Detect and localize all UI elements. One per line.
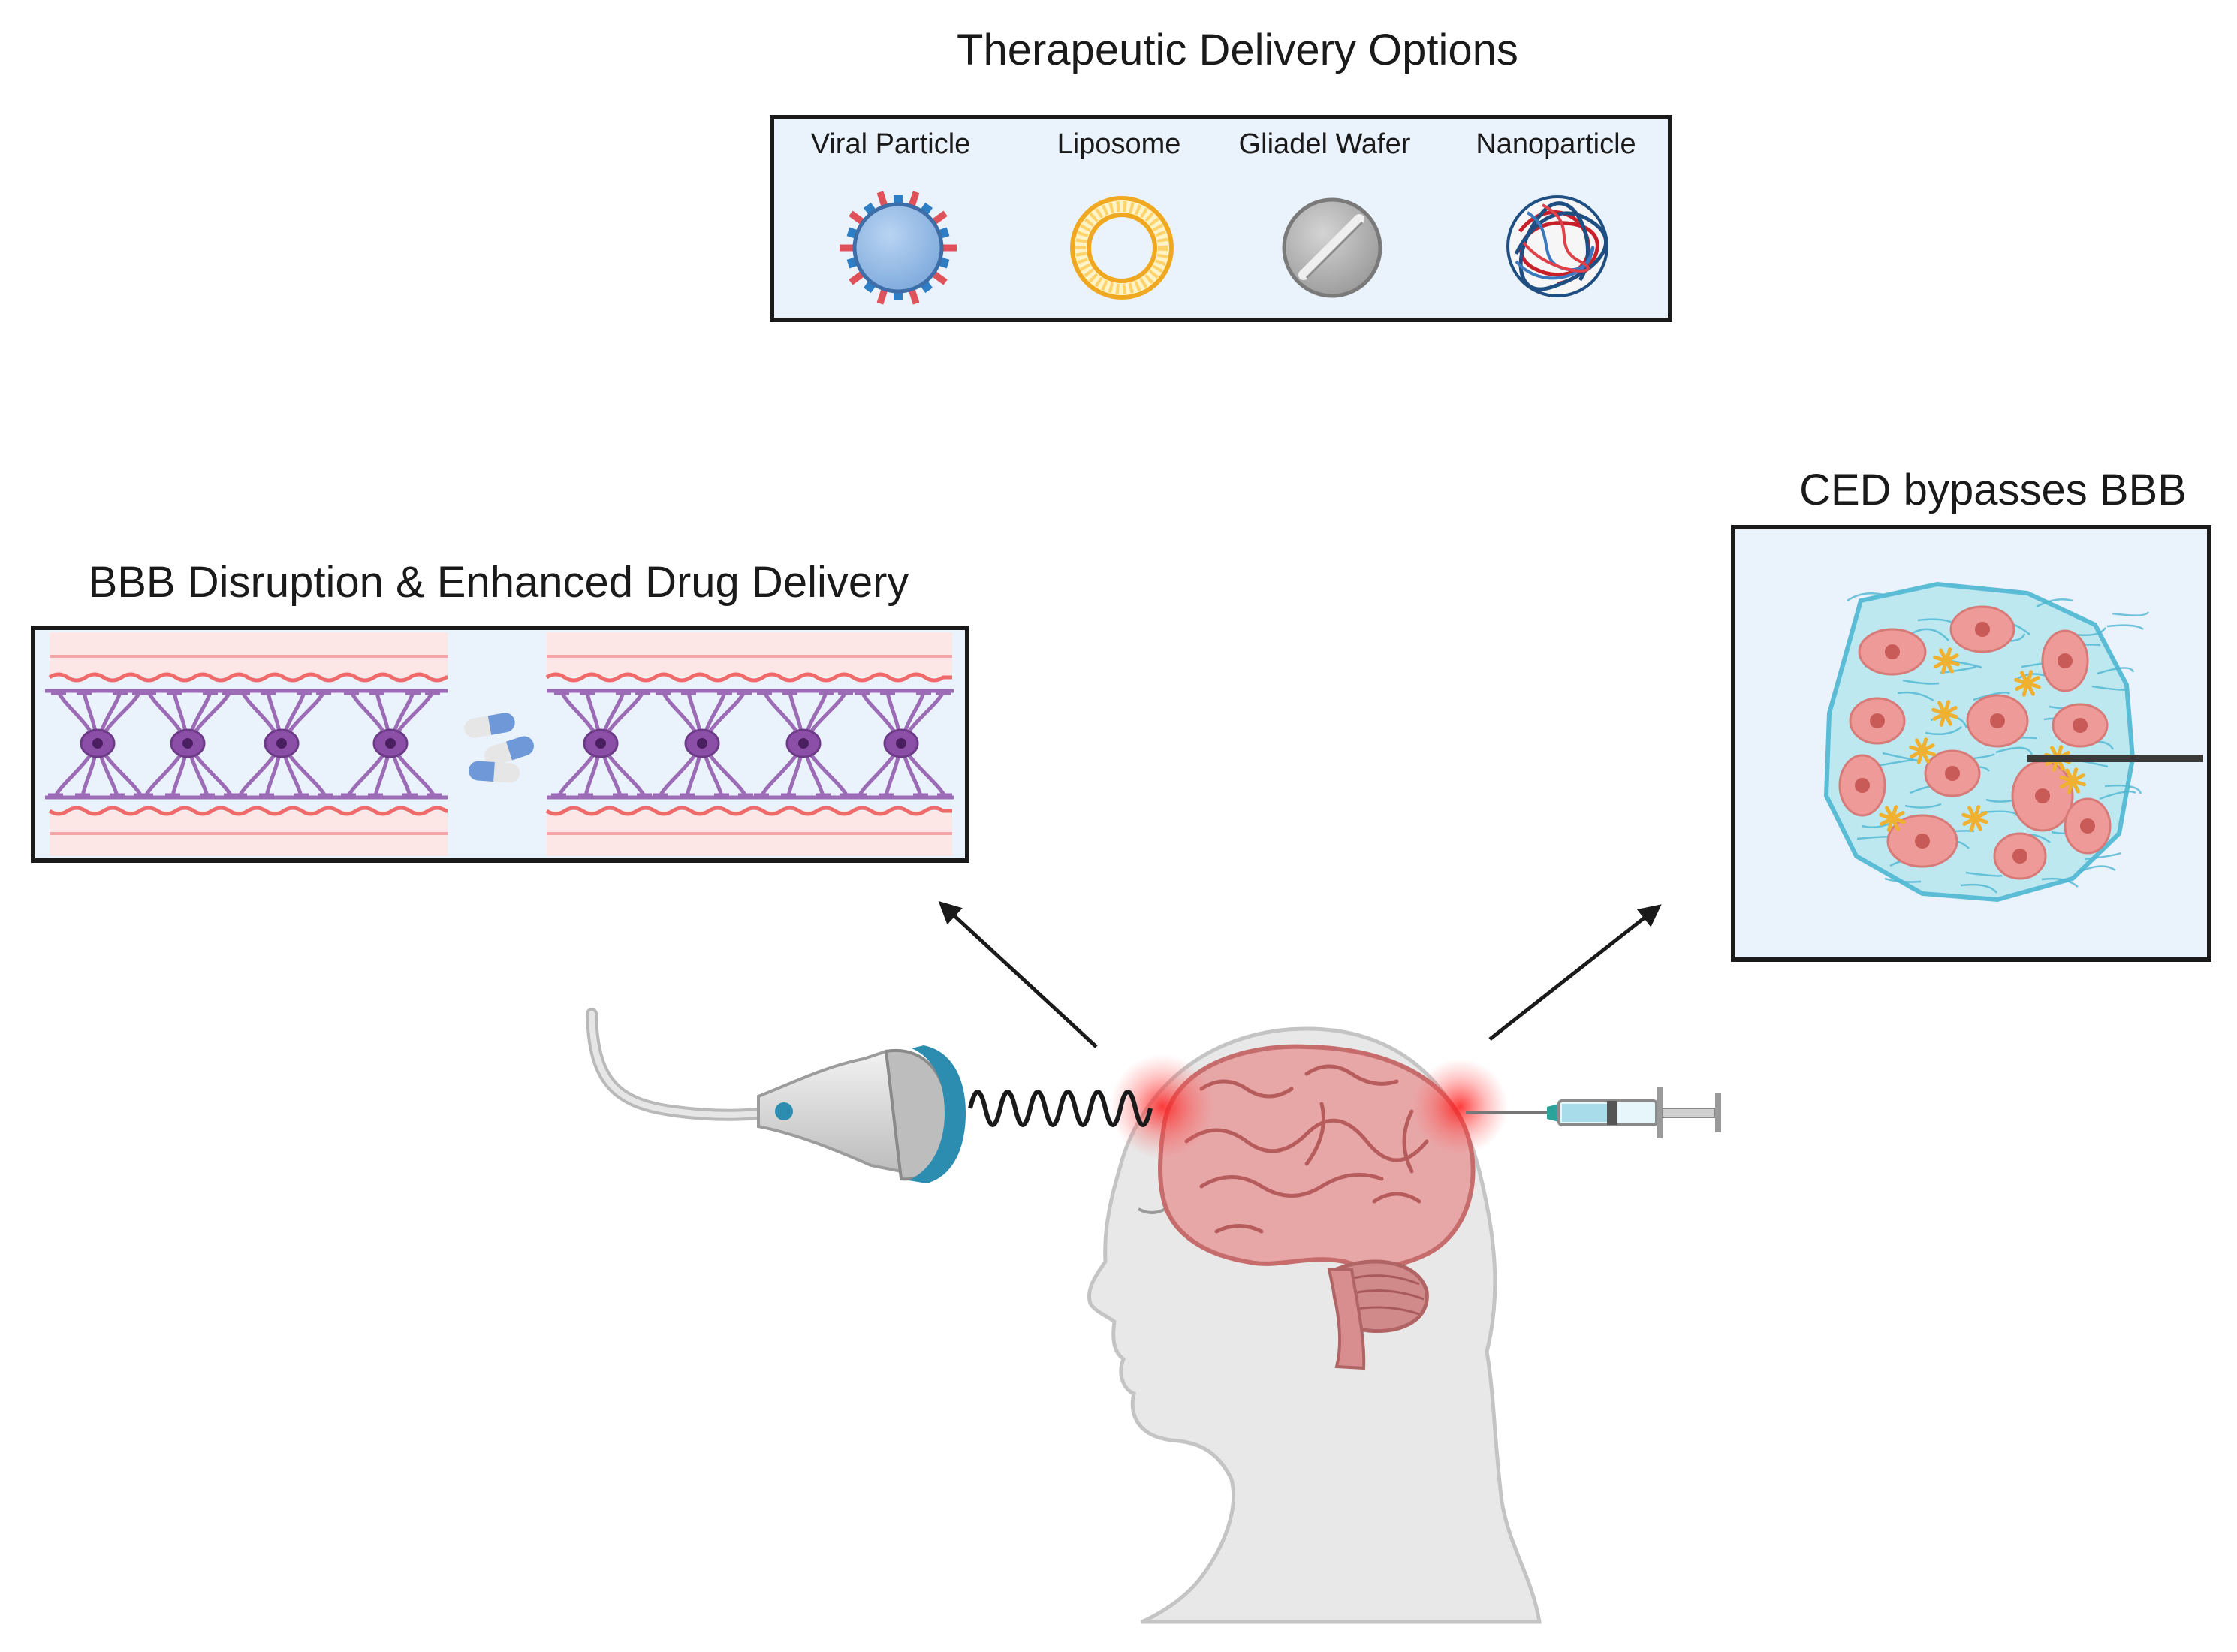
- tumor-cell: [1993, 832, 2047, 880]
- tumor-cell: [1849, 697, 1906, 745]
- astrocyte-icon: [1909, 737, 1936, 764]
- delivery-option-label: Liposome: [1057, 128, 1181, 160]
- astrocyte-icon: [1931, 700, 1958, 727]
- brain-icon: [1158, 1044, 1476, 1370]
- astrocyte-icon: [341, 689, 442, 799]
- astrocyte-icon: [138, 689, 239, 799]
- tumor-cell: [1858, 628, 1927, 676]
- liposome-icon: [1070, 196, 1174, 300]
- astrocyte-icon: [1879, 805, 1906, 832]
- viral-particle-icon: [840, 191, 957, 305]
- tumor-cell: [2052, 703, 2109, 748]
- syringe-icon: [1466, 1087, 1721, 1138]
- astrocyte-icon: [2059, 767, 2086, 794]
- ced-panel-title: CED bypasses BBB: [1799, 466, 2187, 514]
- bbb-panel-title: BBB Disruption & Enhanced Drug Delivery: [89, 558, 909, 607]
- nanoparticle-icon: [1506, 195, 1608, 297]
- tumor-cell: [1924, 749, 1981, 797]
- delivery-option-label: Viral Particle: [811, 128, 971, 160]
- astrocyte-icon: [551, 689, 652, 799]
- arrow-to-bbb-panel: [938, 900, 1098, 1048]
- tumor-cell: [1966, 694, 2029, 748]
- delivery-option-label: Nanoparticle: [1476, 128, 1636, 160]
- tumor-cell: [1949, 605, 2015, 653]
- astrocyte-icon: [653, 689, 753, 799]
- tumor-tissue-icon: [1823, 581, 2150, 903]
- tumor-cell: [2041, 629, 2089, 692]
- astrocyte-icon: [2014, 670, 2041, 697]
- tumor-cell: [2064, 797, 2112, 855]
- ultrasound-probe-icon: [586, 1008, 966, 1183]
- gliadel-wafer-icon: [1282, 197, 1382, 298]
- delivery-option-label: Gliadel Wafer: [1239, 128, 1411, 160]
- drug-capsule-icon: [464, 713, 534, 783]
- blood-vessel-wall-icon: [48, 632, 952, 856]
- astrocyte-icon: [1961, 805, 1988, 832]
- astrocyte-icon: [232, 689, 333, 799]
- astrocyte-icon: [48, 689, 149, 799]
- delivery-options-title: Therapeutic Delivery Options: [957, 26, 1518, 74]
- infusion-site-glow: [1412, 1059, 1508, 1155]
- tumor-cell: [1886, 814, 1958, 868]
- astrocyte-icon: [852, 689, 952, 799]
- focused-ultrasound-glow: [1110, 1054, 1215, 1159]
- astrocyte-icon: [1933, 647, 1960, 674]
- arrow-to-ced-panel: [1488, 904, 1662, 1041]
- astrocyte-icon: [754, 689, 855, 799]
- tumor-cell: [2011, 760, 2074, 832]
- ultrasound-wave-icon: [968, 1090, 1153, 1127]
- tumor-cell: [1838, 754, 1886, 817]
